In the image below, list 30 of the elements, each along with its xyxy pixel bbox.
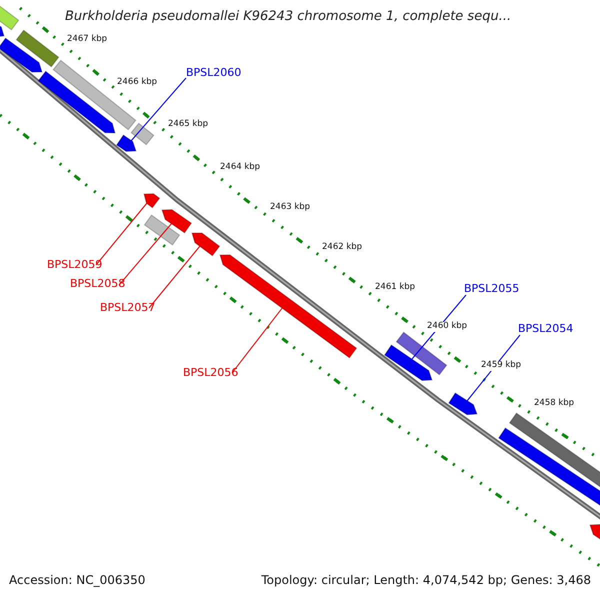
gene-feature — [16, 30, 60, 68]
map-title: Burkholderia pseudomallei K96243 chromosome 1, complete sequ... — [65, 10, 512, 25]
scale-label: 2461 kbp — [375, 283, 416, 293]
leader-line — [232, 306, 284, 374]
gene-label: BPSL2060 — [186, 67, 242, 80]
gene-feature — [0, 37, 43, 73]
gene-label: BPSL2054 — [518, 323, 574, 336]
gene-label: BPSL2056 — [183, 367, 238, 380]
gene-label: BPSL2055 — [464, 283, 520, 296]
gene-label: BPSL2058 — [70, 278, 126, 291]
gene-label: BPSL2059 — [47, 259, 102, 272]
summary-text: Topology: circular; Length: 4,074,542 bp; Genes: 3,468 — [261, 574, 591, 588]
leader-line — [466, 334, 520, 402]
scale-label: 2458 kbp — [534, 399, 574, 409]
leader-line — [130, 78, 186, 142]
scale-label: 2460 kbp — [427, 322, 468, 332]
scale-label: 2464 kbp — [220, 163, 260, 173]
leader-line — [148, 246, 200, 308]
scale-label: 2466 kbp — [117, 78, 158, 88]
accession-text: Accession: NC_006350 — [9, 574, 146, 588]
leader-line — [118, 222, 172, 286]
leader-line — [96, 202, 148, 266]
gene-label: BPSL2057 — [100, 302, 156, 315]
scale-label: 2462 kbp — [322, 243, 362, 253]
scale-label: 2459 kbp — [481, 361, 522, 371]
gene-feature — [0, 4, 20, 30]
scale-label: 2465 kbp — [168, 120, 208, 130]
chromosome-backbone — [0, 48, 600, 522]
scale-label: 2467 kbp — [67, 35, 108, 45]
scale-label: 2463 kbp — [270, 203, 310, 213]
